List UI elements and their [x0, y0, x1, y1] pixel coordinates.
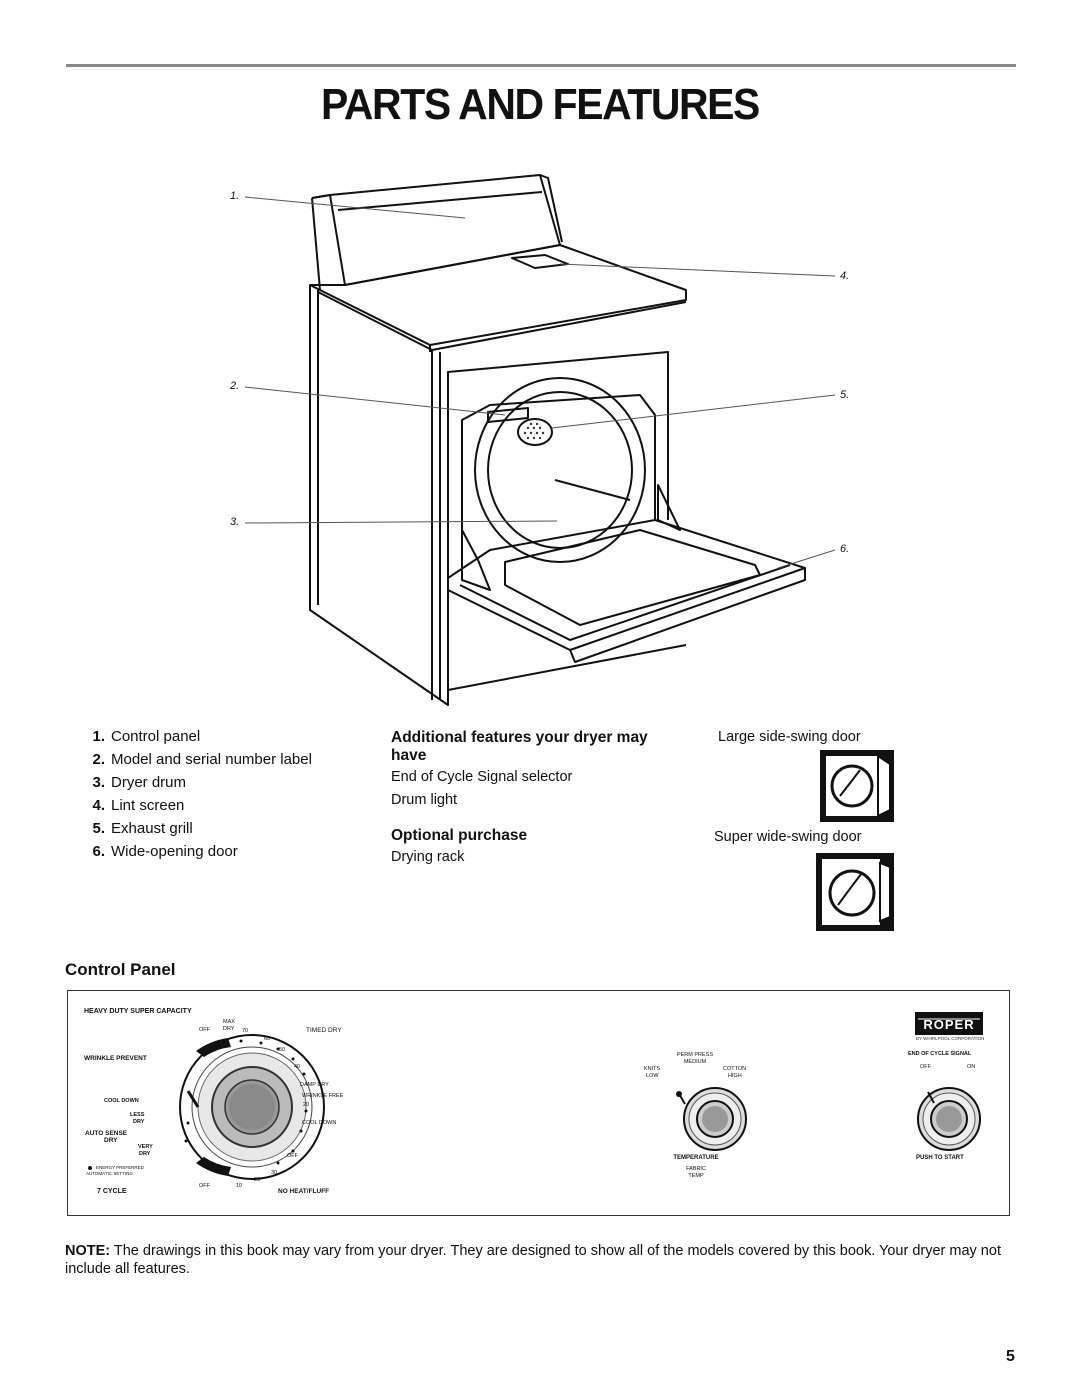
cool-down-label: COOL DOWN: [104, 1098, 139, 1104]
callout-2: 2.: [230, 380, 240, 392]
large-door-caption: Large side-swing door: [718, 729, 861, 745]
dial-off-right: OFF: [287, 1153, 298, 1159]
list-item: 4.Lint screen: [92, 797, 185, 814]
energy-preferred-label: ENERGY PREFERRED: [96, 1165, 144, 1170]
push-to-start-label: PUSH TO START: [916, 1155, 964, 1161]
low-label: LOW: [646, 1073, 659, 1079]
top-rule: [66, 64, 1016, 67]
control-panel-title: Control Panel: [65, 960, 176, 979]
perm-press-label: PERM PRESS: [676, 1052, 714, 1058]
control-panel-graphics: [88, 1012, 983, 1180]
temperature-label: TEMPERATURE: [673, 1155, 719, 1161]
list-item: 2.Model and serial number label: [92, 751, 312, 768]
super-door-caption: Super wide-swing door: [714, 829, 862, 845]
wrinkle-free-20: 20: [303, 1102, 310, 1108]
additional-features-heading: Additional features your dryer may have: [391, 729, 648, 764]
page-title: PARTS AND FEATURES: [321, 80, 760, 129]
page-number: 5: [1006, 1348, 1015, 1365]
callout-3: 3.: [230, 516, 240, 528]
note-paragraph: NOTE: The drawings in this book may vary…: [65, 1242, 1015, 1278]
list-item: 3.Dryer drum: [92, 774, 187, 791]
dial-10: 10: [236, 1183, 243, 1189]
dial-off-top: OFF: [199, 1027, 210, 1033]
automatic-setting-label: AUTOMATIC SETTING: [86, 1171, 133, 1176]
dial-20: 20: [254, 1177, 261, 1183]
control-panel-diagram: ROPER BY WHIRLPOOL CORPORATION HEAVY DUT…: [67, 990, 1010, 1216]
dial-40: 40: [294, 1064, 301, 1070]
callout-4: 4.: [840, 270, 850, 282]
super-door-icon: [816, 853, 894, 931]
signal-off-label: OFF: [920, 1064, 931, 1070]
callout-1: 1.: [230, 190, 240, 202]
medium-label: MEDIUM: [683, 1059, 707, 1065]
large-door-icon: [820, 750, 894, 822]
right-cool-down-label: COOL DOWN: [302, 1120, 337, 1126]
signal-on-label: ON: [967, 1064, 976, 1070]
dial-30: 30: [271, 1170, 278, 1176]
dial-max-dry: DRY: [223, 1026, 235, 1032]
seven-cycle-label: 7 CYCLE: [97, 1188, 127, 1195]
cotton-label: COTTON: [723, 1066, 747, 1072]
less-label: LESS: [130, 1112, 145, 1118]
additional-item: End of Cycle Signal selector: [391, 769, 573, 785]
dial-off-bottom: OFF: [199, 1183, 210, 1189]
dial-60: 60: [264, 1036, 271, 1042]
dial-50: 50: [279, 1047, 286, 1053]
list-item: 1.Control panel: [92, 728, 201, 745]
timed-dry-label: TIMED DRY: [306, 1027, 342, 1034]
dryer-illustration: [244, 174, 836, 706]
optional-item: Drying rack: [391, 849, 465, 865]
auto-sense-dry-label: DRY: [104, 1137, 118, 1144]
temp-label: TEMP: [688, 1173, 704, 1179]
very-label: VERY: [138, 1144, 153, 1150]
very-dry-label: DRY: [139, 1151, 151, 1157]
callout-6: 6.: [840, 543, 850, 555]
dial-70: 70: [242, 1028, 249, 1034]
additional-item: Drum light: [391, 792, 458, 808]
dial-max: MAX: [223, 1019, 235, 1025]
panel-heading: HEAVY DUTY SUPER CAPACITY: [84, 1008, 192, 1015]
fabric-label: FABRIC: [686, 1166, 706, 1172]
less-dry-label: DRY: [133, 1119, 145, 1125]
optional-purchase-heading: Optional purchase: [391, 827, 528, 844]
roper-logo: ROPER: [923, 1017, 975, 1032]
high-label: HIGH: [728, 1073, 742, 1079]
wrinkle-free-label: WRINKLE FREE: [302, 1093, 344, 1099]
knits-label: KNITS: [644, 1066, 661, 1072]
auto-sense-label: AUTO SENSE: [85, 1130, 128, 1137]
brand-sub: BY WHIRLPOOL CORPORATION: [916, 1036, 985, 1041]
list-item: 6.Wide-opening door: [92, 843, 238, 860]
damp-dry-label: DAMP DRY: [300, 1082, 329, 1088]
callout-5: 5.: [840, 389, 850, 401]
list-item: 5.Exhaust grill: [92, 820, 193, 837]
note-label: NOTE:: [65, 1243, 111, 1259]
note-text: The drawings in this book may vary from …: [65, 1243, 1001, 1277]
parts-list: 1.Control panel 2.Model and serial numbe…: [72, 728, 312, 866]
wrinkle-prevent-label: WRINKLE PREVENT: [84, 1055, 147, 1062]
no-heat-fluff-label: NO HEAT/FLUFF: [278, 1188, 330, 1195]
end-of-cycle-signal-label: END OF CYCLE SIGNAL: [908, 1051, 972, 1057]
